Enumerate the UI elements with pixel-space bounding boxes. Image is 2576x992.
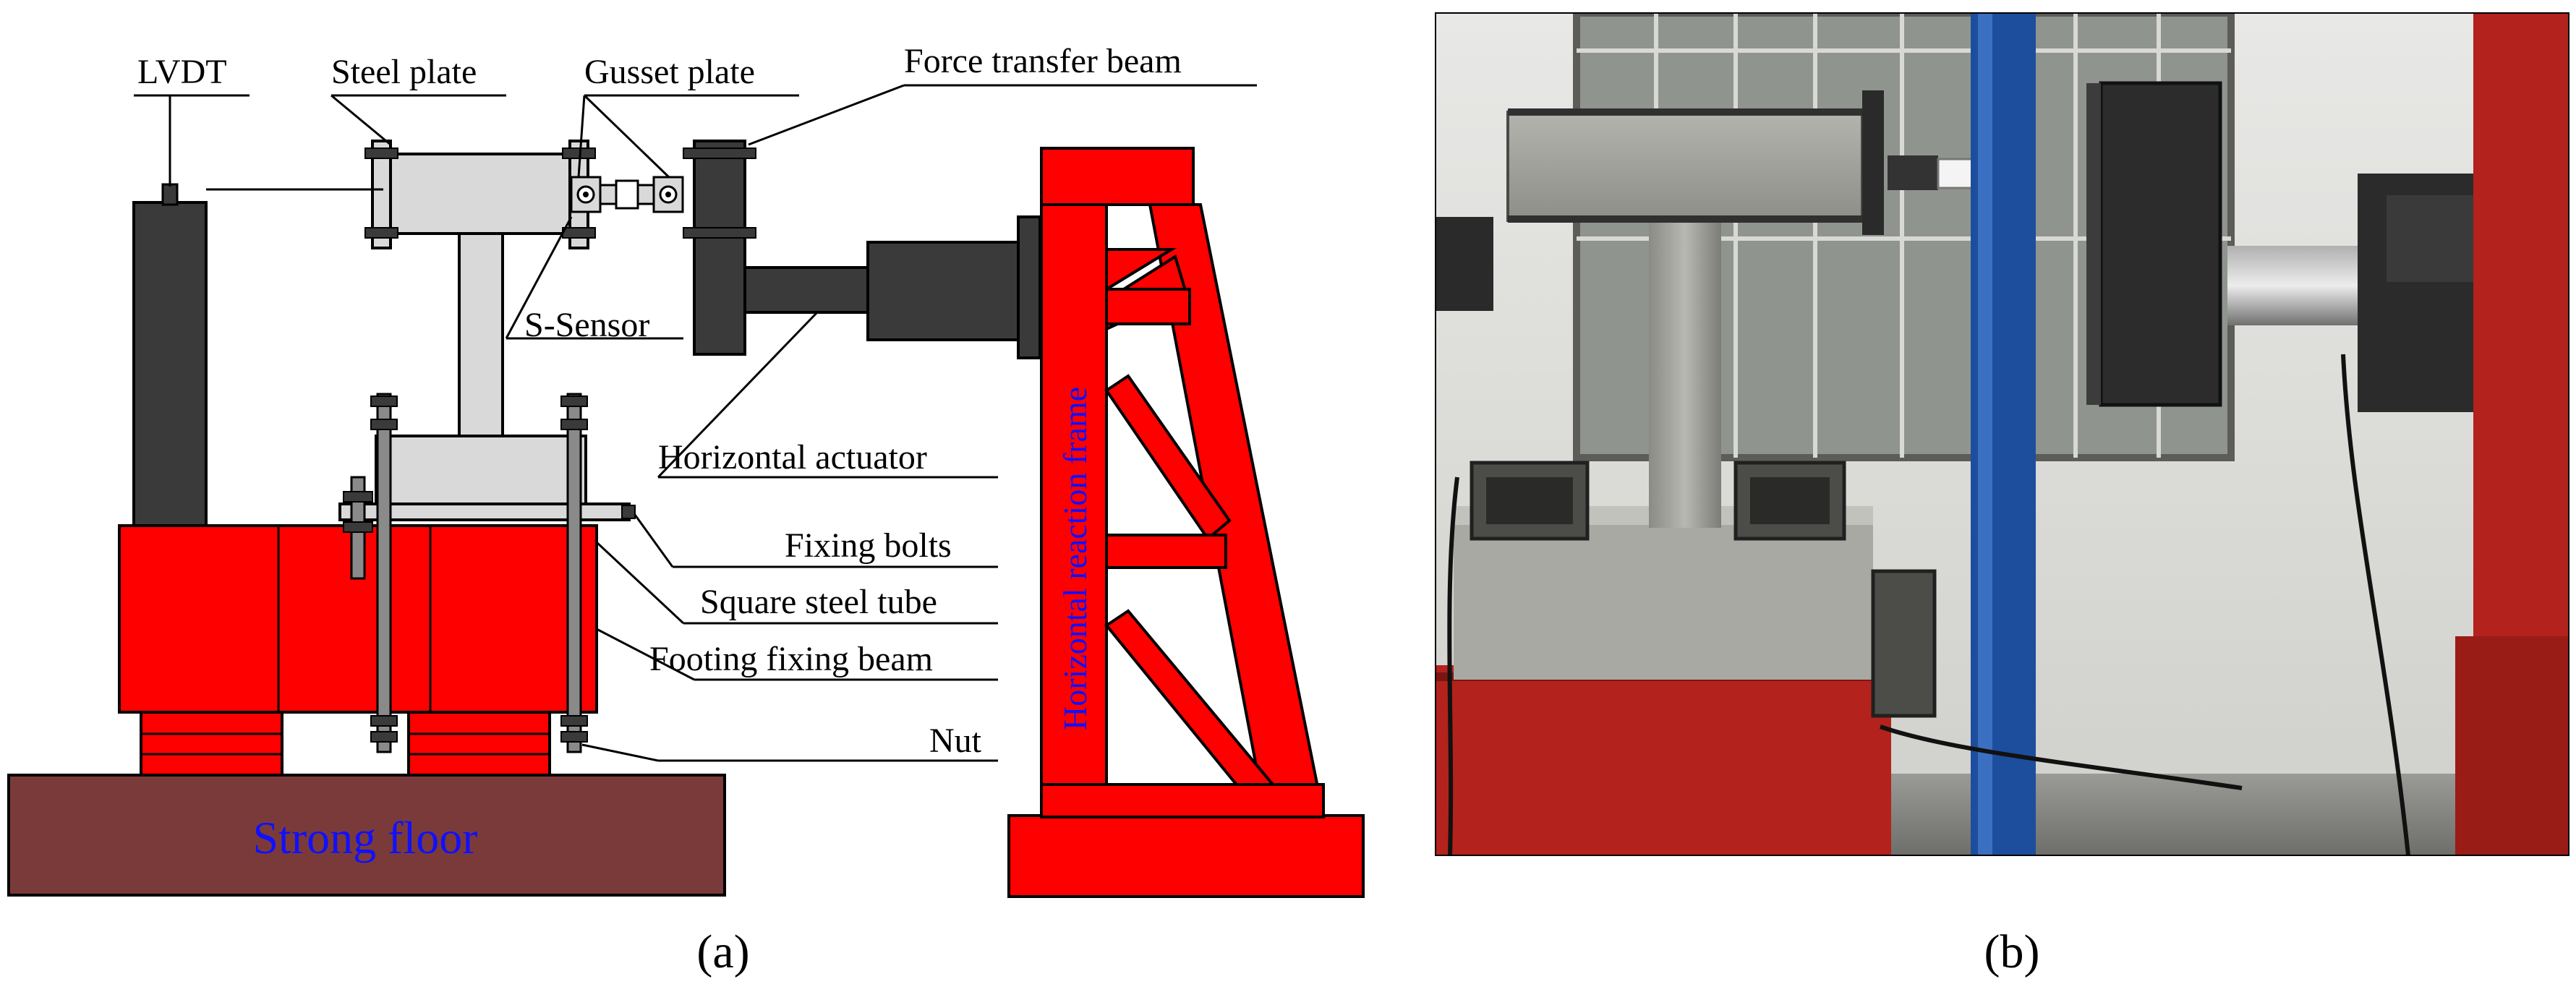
label-lvdt: LVDT bbox=[137, 53, 227, 91]
label-square-steel-tube: Square steel tube bbox=[700, 583, 937, 621]
label-horizontal-actuator: Horizontal actuator bbox=[658, 438, 927, 476]
lvdt-body bbox=[132, 201, 208, 527]
strong-floor bbox=[7, 774, 726, 897]
head-bolts bbox=[364, 147, 596, 239]
label-horizontal-reaction-frame: Horizontal reaction frame bbox=[1057, 387, 1093, 730]
footing-supports bbox=[140, 711, 551, 777]
caption-b: (b) bbox=[1984, 925, 2040, 978]
actuator-end bbox=[1017, 215, 1041, 359]
label-fixing-bolts: Fixing bolts bbox=[785, 526, 952, 565]
actuator-rod bbox=[743, 266, 873, 314]
label-nut: Nut bbox=[929, 722, 982, 760]
label-strong-floor: Strong floor bbox=[252, 812, 477, 863]
gusset-sensor-assembly bbox=[570, 176, 684, 213]
panel-a-schematic: LVDT Steel plate Gusset plate Force tran… bbox=[7, 42, 1365, 978]
fixing-bolt bbox=[343, 476, 373, 580]
label-footing-fixing-beam: Footing fixing beam bbox=[649, 640, 933, 678]
photo-actuator bbox=[2227, 246, 2383, 325]
lvdt-tip bbox=[161, 183, 179, 206]
leader-lines bbox=[134, 84, 1257, 762]
label-steel-plate: Steel plate bbox=[331, 53, 477, 91]
horizontal-reaction-frame bbox=[1007, 147, 1365, 898]
photo-transfer-plate bbox=[2099, 81, 2222, 407]
anchor-rods bbox=[370, 393, 588, 753]
force-transfer-beam bbox=[693, 140, 746, 356]
actuator-body bbox=[866, 241, 1021, 341]
caption-a: (a) bbox=[696, 925, 749, 978]
label-force-transfer-beam: Force transfer beam bbox=[904, 42, 1182, 80]
photo-column bbox=[1649, 217, 1721, 528]
photo-beam bbox=[1506, 111, 1864, 222]
loading-head bbox=[382, 153, 580, 235]
specimen-column bbox=[458, 232, 504, 437]
label-gusset-plate: Gusset plate bbox=[584, 53, 755, 91]
label-s-sensor: S-Sensor bbox=[524, 306, 649, 344]
panel-b-photo: (b) bbox=[1435, 12, 2569, 978]
